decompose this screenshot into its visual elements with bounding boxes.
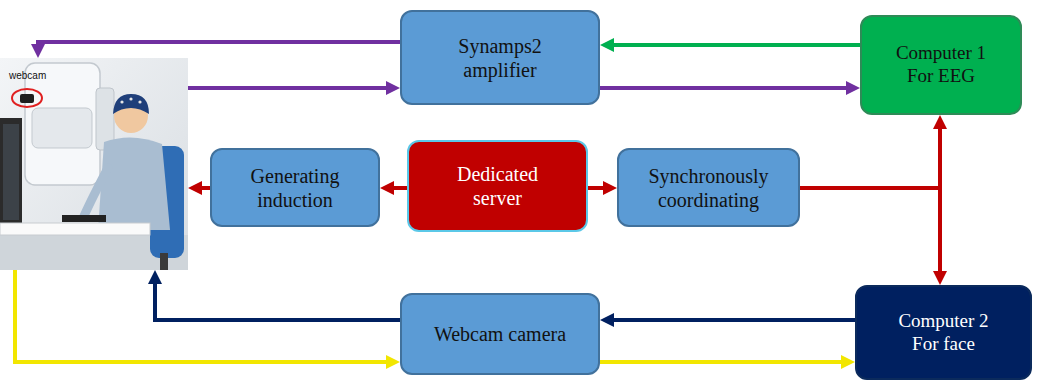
photo-node: webcam <box>0 58 188 270</box>
process-box: Webcam camera <box>400 293 600 375</box>
box-label: Webcam camera <box>434 322 566 346</box>
connector-arrow <box>188 86 392 90</box>
connector-arrow <box>38 42 400 50</box>
lab-photo <box>0 58 188 270</box>
process-box: Synamps2 amplifier <box>400 10 600 105</box>
connector-arrow <box>388 186 407 190</box>
computer-box: Computer 1 For EEG <box>860 15 1022 115</box>
box-label: Computer 1 For EEG <box>881 42 1001 88</box>
connector-arrow <box>608 43 860 47</box>
connector-arrow <box>608 318 855 322</box>
photo-label: webcam <box>9 70 46 82</box>
box-label: Generating induction <box>235 164 355 212</box>
box-label: Computer 2 For face <box>884 310 1004 356</box>
process-box: Generating induction <box>210 148 380 227</box>
connector-arrow <box>155 278 400 320</box>
box-label: Synamps2 amplifier <box>440 34 560 82</box>
process-box: Synchronously coordinating <box>617 148 800 227</box>
box-label: Dedicated server <box>443 162 553 210</box>
connector-arrow <box>588 186 609 190</box>
connector-arrow <box>196 186 210 190</box>
connector-arrow <box>600 360 847 364</box>
connector-arrow <box>600 86 852 90</box>
connector-arrow <box>15 270 392 362</box>
connector-arrow <box>800 123 940 188</box>
computer-box: Computer 2 For face <box>855 285 1032 380</box>
connector-arrow <box>800 188 940 277</box>
box-label: Synchronously coordinating <box>634 164 784 212</box>
server-box: Dedicated server <box>407 140 588 232</box>
